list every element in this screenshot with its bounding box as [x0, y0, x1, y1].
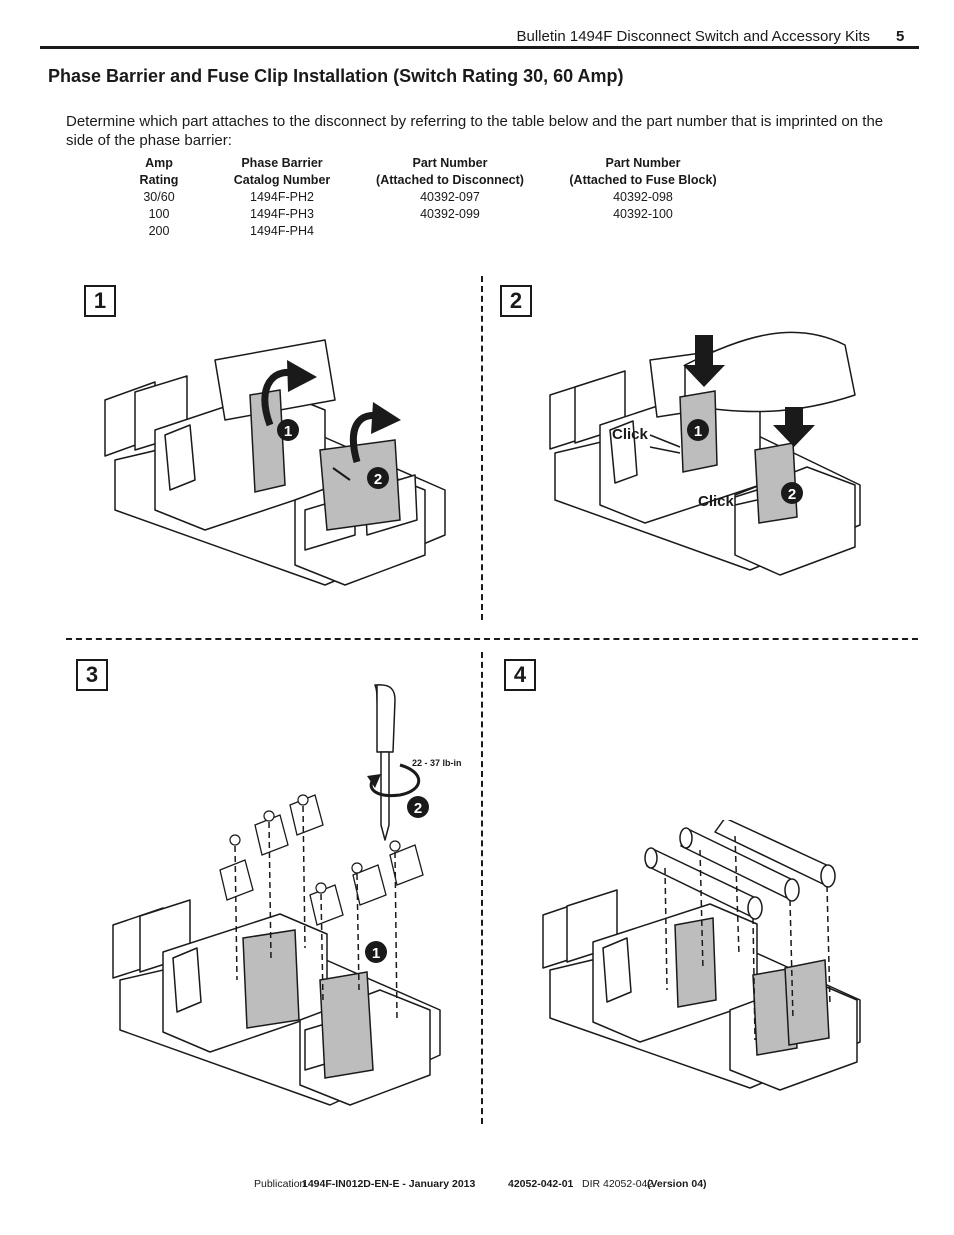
table-row: 30/60 1494F-PH2 40392-097 40392-098	[110, 189, 742, 206]
page-number: 5	[896, 28, 905, 45]
table-cell: 40392-098	[613, 190, 673, 204]
step-4-illustration	[542, 820, 861, 1091]
torque-label: 22 - 37 lb-in	[412, 758, 462, 768]
table-row: 100 1494F-PH3 40392-099 40392-100	[110, 206, 742, 223]
footer-dir-label: DIR 42052-042	[582, 1178, 654, 1190]
table-cell: 200	[148, 224, 170, 238]
table-cell: 40392-097	[420, 190, 480, 204]
intro-paragraph: Determine which part attaches to the dis…	[66, 113, 884, 149]
table-cell	[544, 223, 742, 240]
table-cell: 40392-100	[613, 207, 673, 221]
callout-1: 1	[694, 423, 702, 440]
bulletin-title: Bulletin 1494F Disconnect Switch and Acc…	[516, 28, 870, 45]
callout-1: 1	[284, 423, 292, 440]
table-cell	[356, 223, 544, 240]
table-cell: 30/60	[143, 190, 175, 204]
footer-publication-label: Publication	[254, 1178, 306, 1190]
panel-divider-vertical-bottom	[481, 652, 483, 1124]
table-cell: 40392-099	[420, 207, 480, 221]
step-number-3: 3	[76, 659, 108, 691]
callout-2: 2	[788, 486, 796, 503]
table-cell: 1494F-PH2	[250, 190, 314, 204]
step-number-1: 1	[84, 285, 116, 317]
panel-divider-horizontal	[66, 638, 918, 640]
step-1-illustration: 1 2	[104, 339, 446, 586]
click-label-2: Click	[698, 493, 735, 510]
table-row: 200 1494F-PH4	[110, 223, 742, 240]
step-3-illustration: 22 - 37 lb-in 2 1	[112, 684, 462, 1106]
step-number-2: 2	[500, 285, 532, 317]
panel-divider-vertical-top	[481, 276, 483, 620]
callout-2: 2	[414, 800, 422, 817]
click-label-1: Click	[612, 426, 649, 443]
callout-1: 1	[372, 945, 380, 962]
table-cell: 100	[148, 207, 170, 221]
callout-2: 2	[374, 471, 382, 488]
section-title: Phase Barrier and Fuse Clip Installation…	[48, 66, 624, 86]
footer-publication-id: 1494F-IN012D-EN-E - January 2013	[302, 1178, 476, 1190]
table-cell: 1494F-PH4	[250, 224, 314, 238]
step-2-illustration: Click Click 1 2	[549, 331, 861, 576]
header-rule	[40, 46, 919, 49]
step-number-4: 4	[504, 659, 536, 691]
table-header-cell: Part Number(Attached to Disconnect)	[376, 156, 524, 187]
footer-version: (Version 04)	[647, 1178, 707, 1190]
footer-doc-number: 42052-042-01	[508, 1178, 574, 1190]
table-cell: 1494F-PH3	[250, 207, 314, 221]
table-header-cell: Part Number(Attached to Fuse Block)	[569, 156, 717, 187]
